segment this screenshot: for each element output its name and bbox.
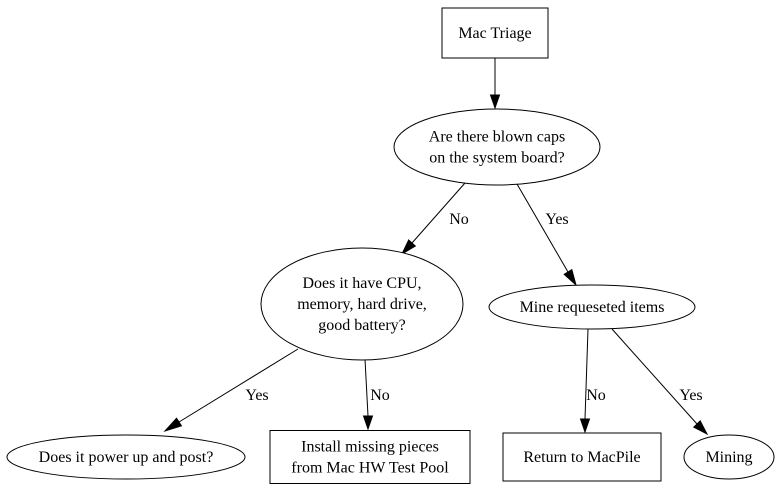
- edge-mine-to-mining: Yes: [611, 328, 709, 436]
- edge-label: Yes: [545, 211, 568, 228]
- edge-parts-to-install: No: [362, 358, 390, 431]
- edge-line: [411, 182, 466, 244]
- edge-label: No: [586, 387, 606, 404]
- edge-line: [516, 183, 569, 273]
- node-label: Install missing pieces: [301, 439, 439, 456]
- edge-line: [178, 348, 299, 423]
- edge-parts-to-power: Yes: [163, 348, 299, 433]
- node-return: Return to MacPile: [502, 432, 662, 482]
- node-label: memory, hard drive,: [297, 296, 427, 313]
- ellipse-shape: [683, 434, 775, 480]
- edge-label: No: [449, 211, 469, 228]
- ellipse-shape: [488, 284, 696, 330]
- edge-line: [584, 328, 589, 420]
- node-label: Mine requeseted items: [520, 299, 665, 316]
- node-mining: Mining: [683, 434, 775, 480]
- node-label: from Mac HW Test Pool: [291, 460, 449, 477]
- node-label: Return to MacPile: [523, 449, 640, 466]
- node-label: Does it power up and post?: [39, 449, 214, 466]
- node-parts: Does it have CPU, memory, hard drive, good…: [260, 247, 464, 361]
- edge-triage-to-caps: [489, 58, 501, 110]
- arrowhead-icon: [579, 418, 591, 434]
- node-triage: Mac Triage: [441, 7, 549, 59]
- node-caps: Are there blown caps on the system board?: [393, 108, 601, 186]
- arrowhead-icon: [563, 268, 577, 287]
- edge-caps-to-parts: No: [400, 182, 469, 256]
- arrowhead-icon: [489, 94, 501, 110]
- node-label: on the system board?: [429, 150, 565, 167]
- edge-label: No: [370, 387, 390, 404]
- edge-mine-to-return: No: [579, 328, 606, 434]
- node-label: Mac Triage: [458, 25, 531, 42]
- node-power: Does it power up and post?: [6, 434, 246, 480]
- edge-line: [364, 358, 369, 417]
- node-install: Install missing pieces from Mac HW Test P…: [269, 430, 471, 484]
- arrowhead-icon: [362, 415, 374, 431]
- node-label: Are there blown caps: [429, 129, 565, 146]
- ellipse-shape: [393, 108, 601, 186]
- edge-label: Yes: [679, 387, 702, 404]
- edge-line: [611, 328, 698, 425]
- box-shape: [502, 432, 662, 482]
- node-label: Mining: [705, 449, 752, 466]
- arrowhead-icon: [692, 419, 709, 436]
- arrowhead-icon: [400, 239, 417, 256]
- node-mine: Mine requeseted items: [488, 284, 696, 330]
- ellipse-shape: [6, 434, 246, 480]
- arrowhead-icon: [163, 417, 183, 433]
- node-label: Does it have CPU,: [302, 275, 421, 292]
- ellipse-shape: [260, 247, 464, 361]
- node-label: good battery?: [318, 317, 406, 334]
- box-shape: [269, 430, 471, 484]
- edge-caps-to-mine: Yes: [516, 183, 577, 287]
- box-shape: [441, 7, 549, 59]
- edge-label: Yes: [245, 387, 268, 404]
